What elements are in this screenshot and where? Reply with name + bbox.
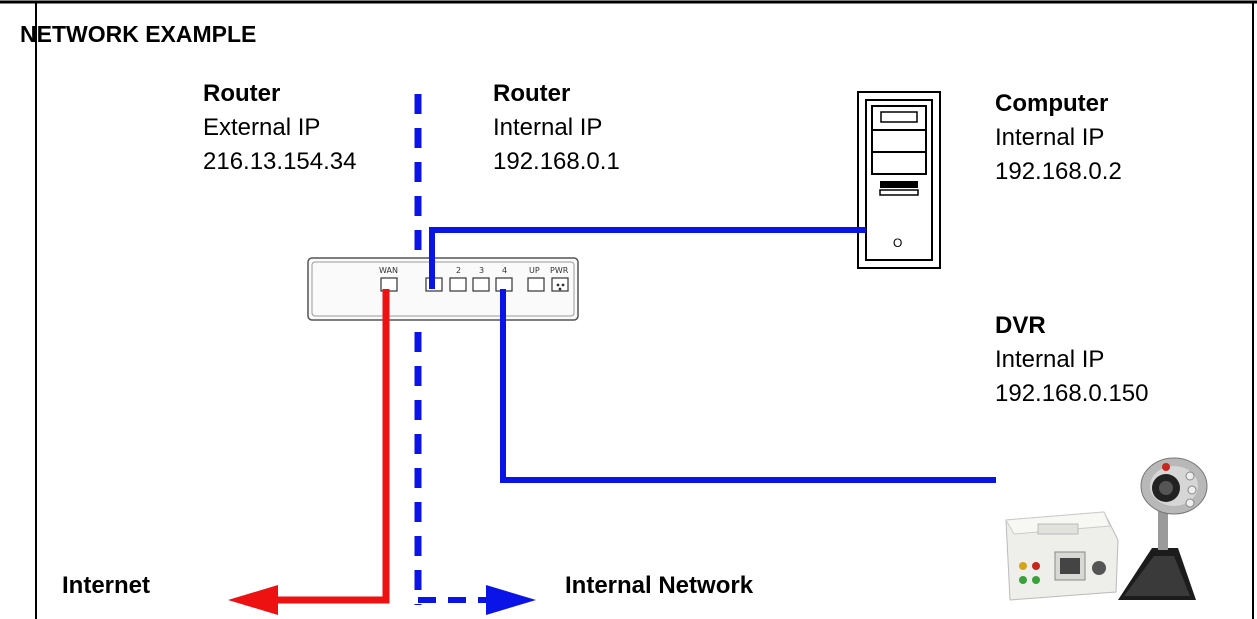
port-pwr (551, 277, 569, 292)
webcam-icon (1118, 457, 1208, 600)
port-label-2: 2 (456, 266, 461, 275)
port-label-3: 3 (479, 266, 484, 275)
internal-network-label: Internal Network (565, 572, 754, 599)
dvr-device-icon (1005, 511, 1119, 601)
computer-power-symbol: O (893, 236, 902, 250)
router-external-heading: Router (203, 80, 281, 107)
cable-router-to-computer (429, 227, 866, 289)
internet-label: Internet (62, 572, 151, 599)
port-label-up: UP (529, 266, 540, 275)
computer-line1: Internal IP (995, 124, 1105, 151)
port-label-pwr: PWR (550, 266, 569, 275)
port-label-4: 4 (502, 266, 507, 275)
computer-ip: 192.168.0.2 (995, 158, 1122, 185)
internal-network-arrow-head (486, 585, 536, 615)
router-external-line1: External IP (203, 114, 321, 141)
port-3 (472, 277, 490, 292)
dvr-line1: Internal IP (995, 346, 1105, 373)
cable-router-to-dvr (500, 289, 996, 483)
port-2 (449, 277, 467, 292)
router-internal-ip: 192.168.0.1 (493, 148, 620, 175)
port-label-wan: WAN (379, 266, 398, 275)
port-up (527, 277, 545, 292)
router-external-ip: 216.13.154.34 (203, 148, 357, 175)
cable-wan-to-internet (272, 289, 390, 604)
computer-heading: Computer (995, 90, 1109, 117)
internet-arrow-head (228, 585, 278, 615)
dvr-ip: 192.168.0.150 (995, 380, 1149, 407)
dvr-heading: DVR (995, 312, 1046, 339)
router-internal-line1: Internal IP (493, 114, 603, 141)
diagram-title: NETWORK EXAMPLE (20, 21, 257, 47)
router-icon: WAN 2 3 4 UP PWR (307, 257, 579, 321)
router-internal-heading: Router (493, 80, 571, 107)
computer-tower-icon: O (857, 91, 941, 269)
